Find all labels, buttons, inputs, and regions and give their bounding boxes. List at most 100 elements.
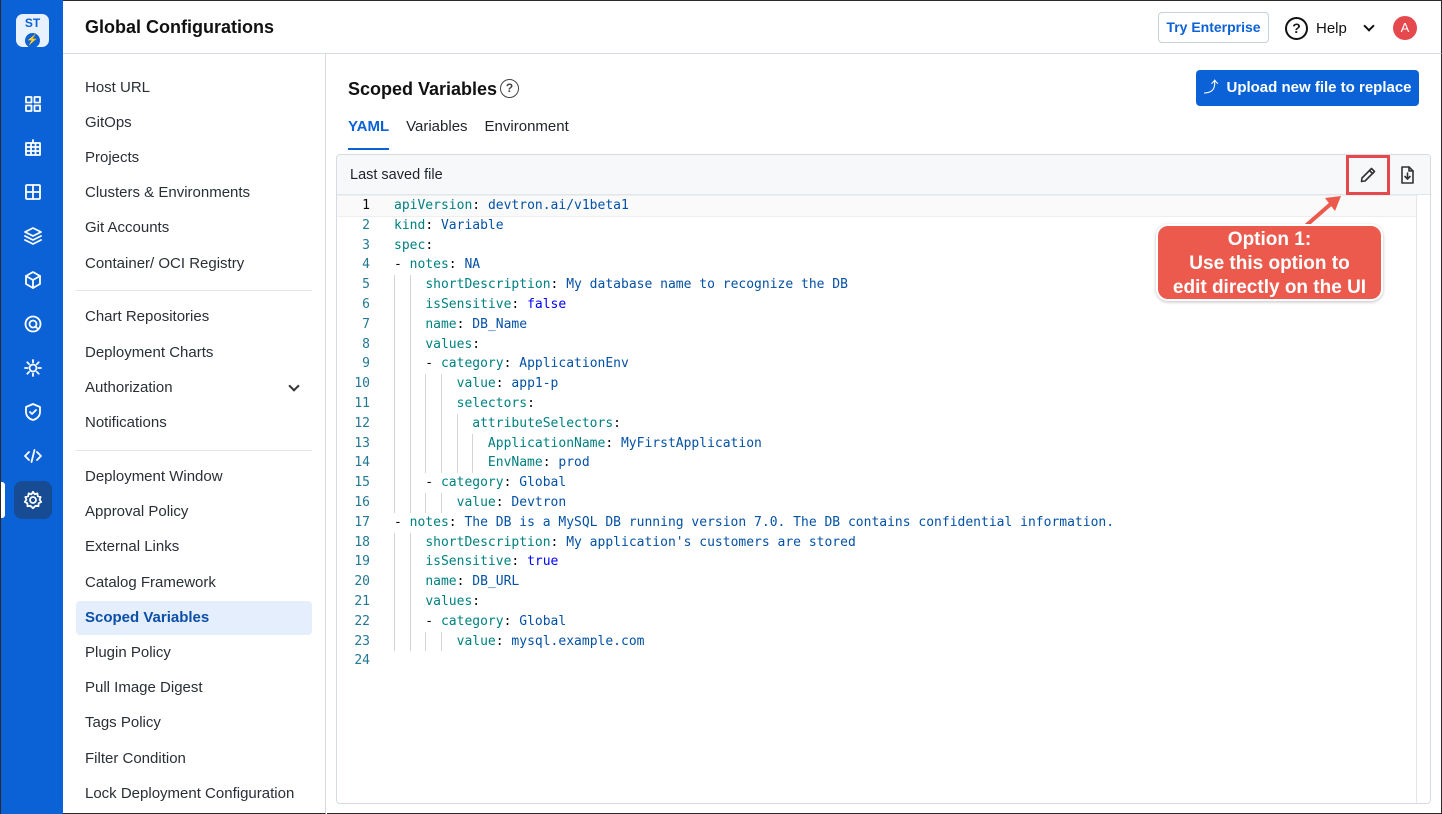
editor-scrollbar[interactable] <box>1416 196 1430 803</box>
code-line[interactable]: 22 - category: Global <box>337 611 1417 632</box>
line-number: 5 <box>362 277 370 293</box>
code-line[interactable]: 21 values: <box>337 591 1417 612</box>
resource-browser-icon[interactable] <box>14 173 52 211</box>
tab-variables[interactable]: Variables <box>406 118 468 135</box>
indent-guide <box>394 275 395 295</box>
code-line[interactable]: 10 value: app1-p <box>337 374 1417 394</box>
nav-item-chart-repositories[interactable]: Chart Repositories <box>85 308 210 325</box>
code-line[interactable]: 18 shortDescription: My application's cu… <box>337 532 1417 553</box>
nav-item-external-links[interactable]: External Links <box>85 538 180 555</box>
nav-item-projects[interactable]: Projects <box>85 149 140 166</box>
org-logo[interactable]: ST ⚡ <box>16 14 49 48</box>
nav-item-container-registry[interactable]: Container/ OCI Registry <box>85 255 245 272</box>
nav-item-approval-policy[interactable]: Approval Policy <box>85 503 189 520</box>
settings-nav: Host URL GitOps Projects Clusters & Envi… <box>63 54 326 814</box>
line-number: 6 <box>362 296 370 312</box>
code-line[interactable]: 16 value: Devtron <box>337 492 1417 513</box>
nav-item-host-url[interactable]: Host URL <box>85 79 151 96</box>
code-line[interactable]: 7 name: DB_Name <box>337 314 1417 335</box>
line-number: 21 <box>354 593 370 609</box>
code-text: attributeSelectors: <box>472 415 621 431</box>
callout-line-3: edit directly on the UI <box>1172 277 1367 298</box>
code-line[interactable]: 14 EnvName: prod <box>337 453 1417 474</box>
indent-guide <box>409 611 411 632</box>
code-line[interactable]: 4- notes: NA <box>337 255 1417 275</box>
nav-item-scoped-variables[interactable]: Scoped Variables <box>76 601 312 635</box>
download-button[interactable] <box>1395 163 1419 187</box>
nav-item-deployment-charts[interactable]: Deployment Charts <box>85 344 214 361</box>
yaml-key: spec <box>394 237 426 253</box>
nav-item-git-accounts[interactable]: Git Accounts <box>85 219 170 236</box>
yaml-key: name <box>425 574 457 590</box>
nav-divider <box>76 290 312 291</box>
code-text: values: <box>425 336 481 352</box>
edit-button[interactable] <box>1346 155 1390 195</box>
nav-item-notifications[interactable]: Notifications <box>85 414 167 431</box>
tab-yaml[interactable]: YAML <box>348 116 390 150</box>
nav-item-lock-deployment-configuration[interactable]: Lock Deployment Configuration <box>85 785 295 802</box>
indent-guide <box>425 433 427 454</box>
nav-item-authorization[interactable]: Authorization <box>76 371 312 405</box>
tab-environment[interactable]: Environment <box>484 118 569 135</box>
help-menu[interactable]: ? Help <box>1285 15 1375 41</box>
code-line[interactable]: 9 - category: ApplicationEnv <box>337 354 1417 375</box>
nav-item-authorization-label: Authorization <box>85 379 173 396</box>
code-line[interactable]: 5 shortDescription: My database name to … <box>337 275 1417 295</box>
global-config-icon[interactable] <box>14 481 52 519</box>
yaml-value: Variable <box>440 217 504 233</box>
nav-item-clusters-environments[interactable]: Clusters & Environments <box>85 184 251 201</box>
code-line[interactable]: 8 values: <box>337 334 1417 355</box>
indent-guide <box>440 413 442 434</box>
code-text: isSensitive: false <box>425 296 567 312</box>
code-text: name: DB_Name <box>425 316 528 332</box>
nav-item-gitops[interactable]: GitOps <box>85 114 132 131</box>
shield-icon[interactable] <box>14 393 52 431</box>
code-line[interactable]: 13 ApplicationName: MyFirstApplication <box>337 433 1417 454</box>
chevron-down-icon <box>1363 20 1375 32</box>
code-text: ApplicationName: MyFirstApplication <box>487 435 762 451</box>
code-line[interactable]: 11 selectors: <box>337 393 1417 414</box>
chart-store-icon[interactable] <box>14 217 52 255</box>
yaml-key: isSensitive <box>425 296 512 312</box>
nav-item-tags-policy[interactable]: Tags Policy <box>85 714 161 731</box>
user-avatar[interactable]: A <box>1393 16 1417 40</box>
code-line[interactable]: 15 - category: Global <box>337 473 1417 493</box>
nav-item-pull-image-digest[interactable]: Pull Image Digest <box>85 679 203 696</box>
nav-item-filter-condition[interactable]: Filter Condition <box>85 750 186 767</box>
code-line[interactable]: 20 name: DB_URL <box>337 572 1417 592</box>
yaml-value: ApplicationEnv <box>519 356 629 372</box>
nav-item-deployment-window[interactable]: Deployment Window <box>85 468 223 485</box>
question-icon[interactable]: ? <box>500 79 519 98</box>
nav-item-catalog-framework[interactable]: Catalog Framework <box>85 574 216 591</box>
line-number: 11 <box>354 395 370 411</box>
code-line[interactable]: 6 isSensitive: false <box>337 294 1417 315</box>
code-line[interactable]: 12 attributeSelectors: <box>337 413 1417 434</box>
apps-grid-icon[interactable] <box>14 85 52 123</box>
code-icon[interactable] <box>14 437 52 475</box>
main-content: Scoped Variables ? ⤴Upload new file to r… <box>327 54 1442 814</box>
code-line[interactable]: 17- notes: The DB is a MySQL DB running … <box>337 513 1417 533</box>
code-line[interactable]: 24 <box>337 651 1417 671</box>
page-title: Global Configurations <box>85 17 274 37</box>
indent-guide <box>472 433 474 454</box>
bulk-edit-icon[interactable] <box>14 349 52 387</box>
code-line[interactable]: 23 value: mysql.example.com <box>337 631 1417 652</box>
nav-item-plugin-policy[interactable]: Plugin Policy <box>85 644 171 661</box>
indent-guide <box>394 572 395 592</box>
code-line[interactable]: 19 isSensitive: true <box>337 552 1417 573</box>
cube-icon[interactable] <box>14 261 52 299</box>
yaml-key: notes <box>409 514 449 530</box>
indent-guide <box>456 433 458 454</box>
security-scan-icon[interactable] <box>14 305 52 343</box>
try-enterprise-button[interactable]: Try Enterprise <box>1158 12 1269 43</box>
app-groups-icon[interactable] <box>14 129 52 167</box>
line-number: 3 <box>362 237 370 253</box>
upload-file-button[interactable]: ⤴Upload new file to replace <box>1196 70 1419 106</box>
indent-guide <box>394 453 395 474</box>
indent-guide <box>394 492 395 513</box>
